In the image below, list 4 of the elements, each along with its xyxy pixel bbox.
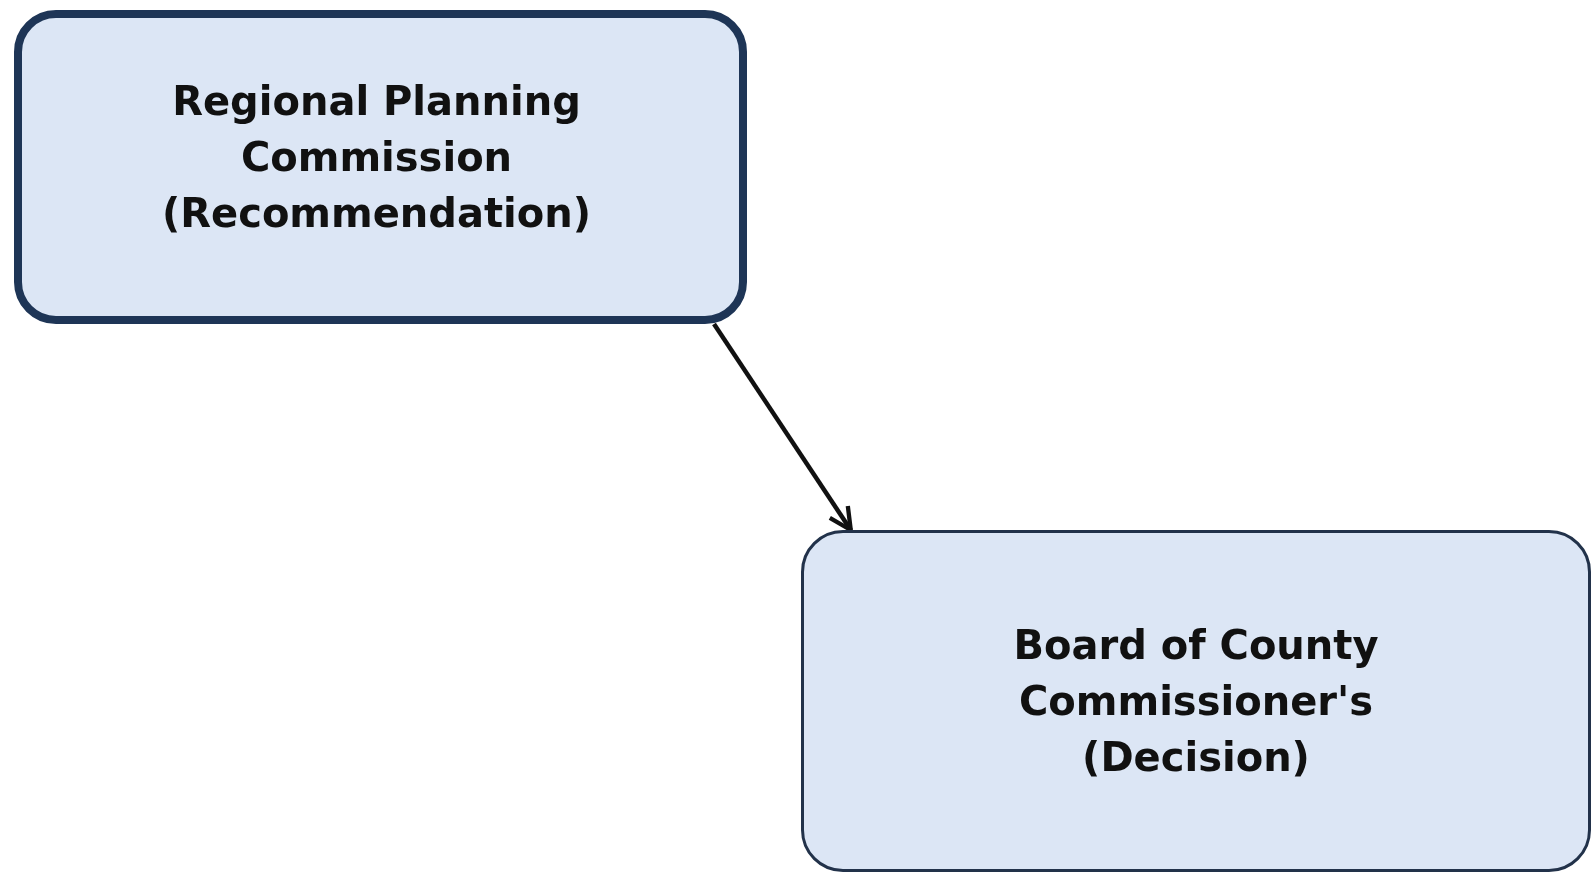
- box-label: Board of County Commissioner's (Decision): [1012, 621, 1380, 782]
- process-box: [801, 530, 1591, 872]
- process-box: [14, 10, 747, 324]
- box-label: Regional Planning Commission (Recommendation): [161, 77, 592, 238]
